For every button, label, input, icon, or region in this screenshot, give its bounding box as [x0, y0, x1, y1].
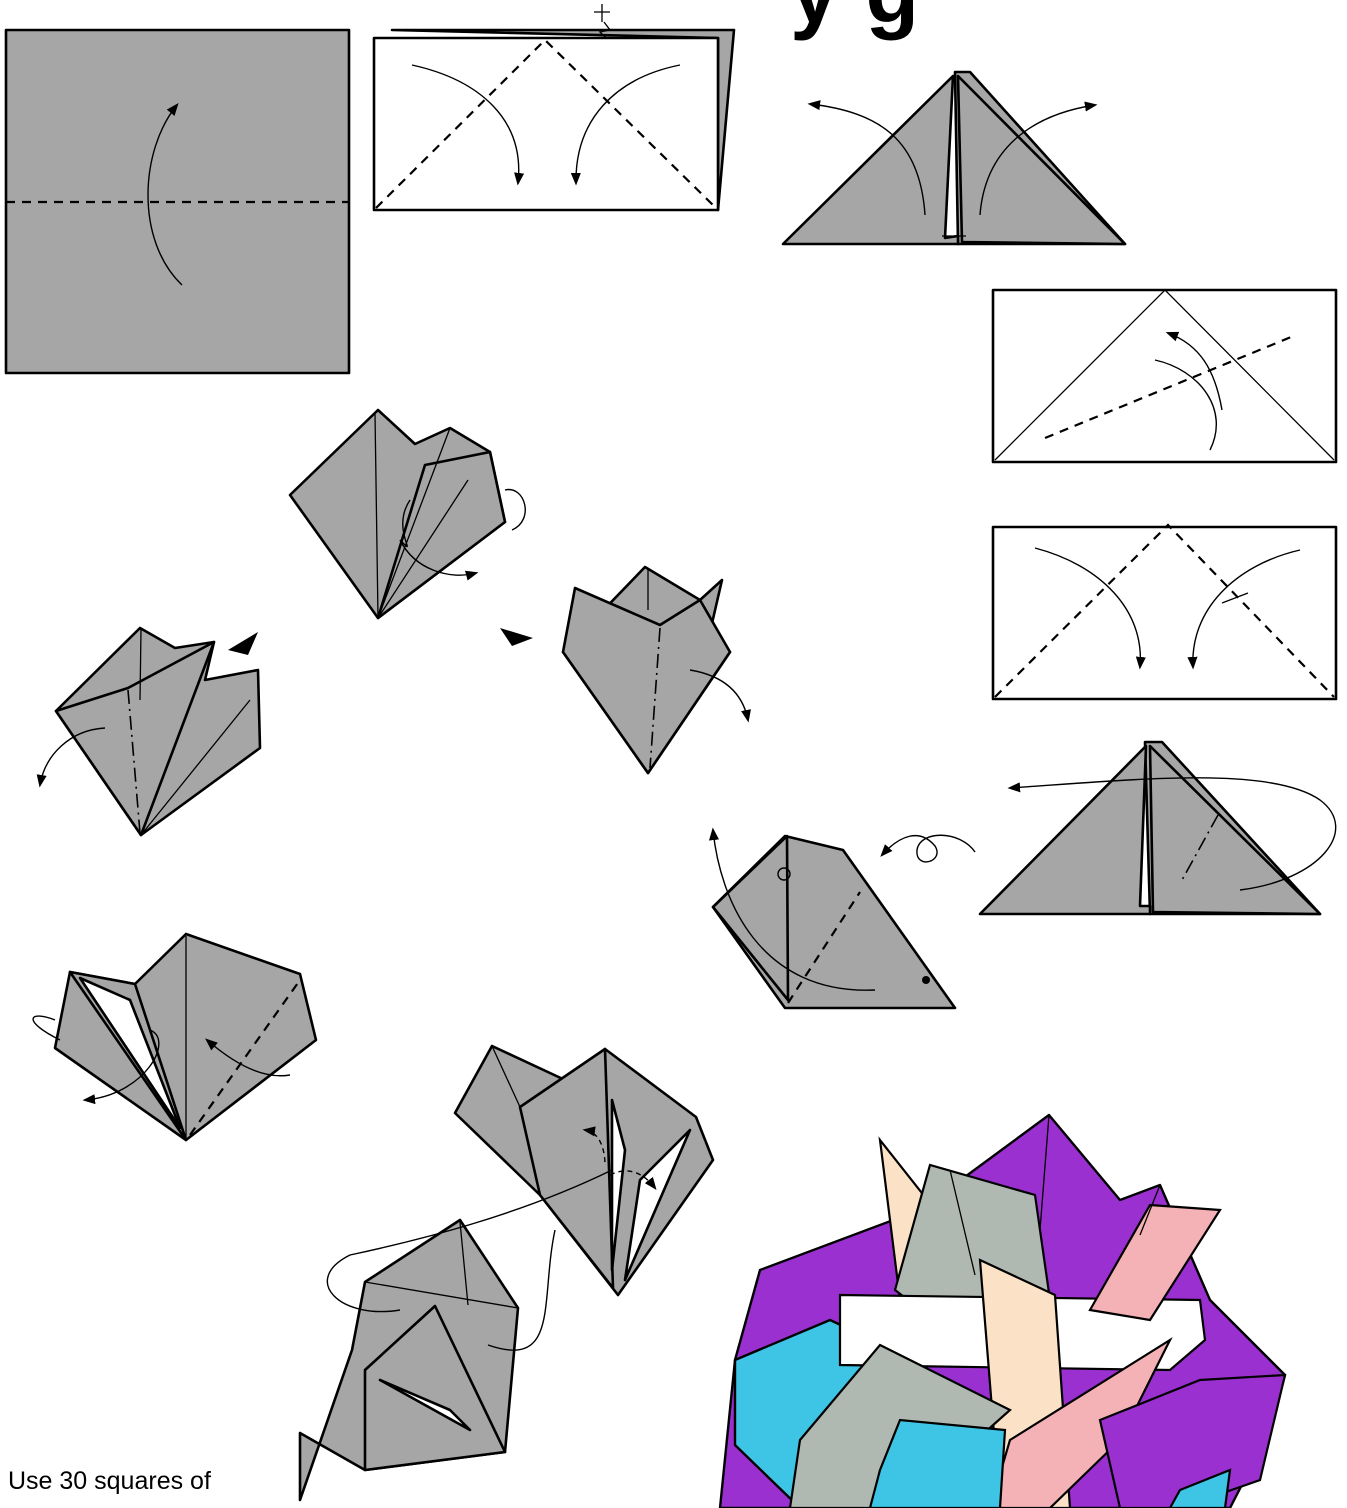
fold-arrow-icon	[570, 64, 681, 186]
fold-arrow-icon	[147, 103, 183, 286]
fold-arrow-icon	[36, 727, 106, 788]
fold-arrow-icon	[82, 1029, 160, 1105]
fold-arrow-icon	[1187, 549, 1301, 670]
step-5-rectangle	[991, 523, 1338, 701]
step-3-triangle	[781, 70, 1127, 246]
fold-arrow-icon	[708, 827, 876, 991]
fold-arrow-icon	[1034, 547, 1146, 670]
push-arrowhead-icon	[228, 632, 258, 655]
step-8-shape	[288, 408, 526, 620]
fold-arrow-icon	[411, 64, 525, 186]
fold-arrow-icon	[205, 1038, 291, 1077]
caption: Use 30 squares of	[8, 1467, 211, 1495]
fold-arrow-icon	[979, 101, 1098, 216]
pinch-dot-icon	[922, 976, 930, 984]
fold-arrow-icon	[689, 669, 751, 723]
step-2-rectangle	[372, 4, 736, 212]
step-1-square	[4, 28, 351, 375]
step-7-triangle	[708, 827, 976, 1010]
step-6-triangle	[978, 740, 1337, 916]
step-4-rectangle	[991, 288, 1338, 464]
finished-ball	[718, 1113, 1287, 1508]
fold-arrow-icon	[807, 100, 926, 216]
step-11-shape	[32, 932, 318, 1142]
fold-arrow-icon	[880, 834, 976, 863]
fold-arrow-icon	[1165, 331, 1223, 411]
fold-arrow-icon	[1007, 777, 1337, 891]
page-title-fragment: y g	[790, 0, 920, 36]
pinch-circle-icon	[777, 867, 791, 881]
step-10-shape	[36, 626, 262, 837]
push-arrowhead-icon	[500, 628, 533, 646]
step-12-units	[298, 1044, 715, 1502]
fold-arrow-icon	[399, 499, 479, 581]
step-9-shape	[500, 565, 751, 775]
